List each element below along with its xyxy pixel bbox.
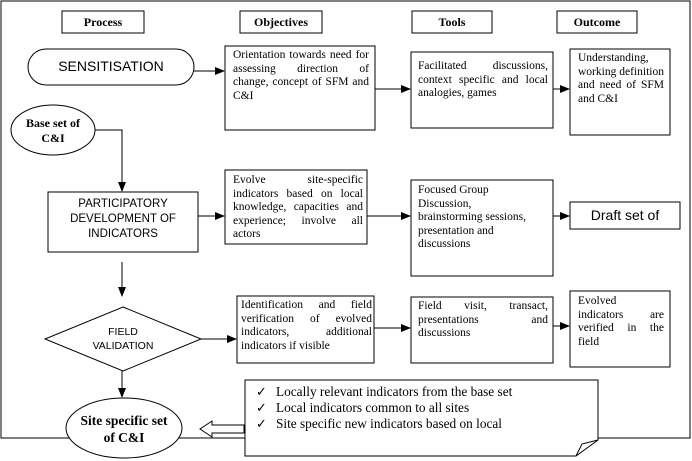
participatory-label: PARTICIPATORY DEVELOPMENT OF INDICATORS — [70, 198, 176, 240]
tool-box-1 — [410, 51, 554, 129]
tool-box-3 — [410, 296, 554, 364]
outcome-text-3: Evolved indicators are verified in the f… — [578, 295, 664, 348]
header-box-tools — [411, 10, 493, 34]
tool-text-2: Focused Group Discussion, brainstorming … — [418, 184, 526, 251]
check-icon: ✓ — [256, 384, 267, 399]
header-outcome: Outcome — [573, 15, 621, 29]
field-validation-label: FIELD VALIDATION — [92, 326, 154, 352]
checklist-item: ✓ Site specific new indicators based on l… — [254, 416, 594, 432]
outcome-box-3 — [569, 290, 671, 368]
outcome-box-1 — [569, 48, 671, 136]
tool-text-3: Field visit, transact, presentations and… — [418, 300, 548, 340]
base-set-connector — [95, 129, 126, 192]
objective-text-3: Identification and field verification of… — [241, 299, 372, 352]
checklist-callout — [244, 379, 599, 457]
header-process: Process — [83, 15, 123, 29]
site-specific-label: Site specific set of C&I — [80, 413, 168, 445]
check-icon: ✓ — [256, 400, 267, 415]
site-specific-oval — [65, 397, 183, 459]
sensitisation-oval — [27, 48, 195, 86]
header-objectives: Objectives — [254, 15, 308, 29]
participatory-box — [47, 191, 199, 253]
objective-text-1: Orientation towards need for assessing d… — [233, 49, 369, 102]
header-box-objectives — [239, 10, 323, 34]
hollow-arrow-checklist-site — [199, 420, 245, 438]
header-box-outcome — [556, 10, 638, 34]
tool-text-1: Facilitated discussions, context specifi… — [418, 60, 548, 100]
checklist: ✓ Locally relevant indicators from the ba… — [254, 384, 594, 432]
outcome-box-2 — [569, 201, 681, 230]
header-tools: Tools — [438, 15, 466, 29]
objective-box-1 — [224, 45, 376, 131]
outcome-text-1: Understanding, working definition and ne… — [578, 52, 664, 105]
check-icon: ✓ — [256, 416, 267, 431]
sensitisation-label: SENSITISATION — [58, 58, 164, 74]
checklist-item: ✓ Locally relevant indicators from the ba… — [254, 384, 594, 400]
objective-box-2 — [224, 169, 368, 245]
objective-box-3 — [236, 295, 375, 364]
checklist-item-text: Local indicators common to all sites — [276, 400, 470, 415]
checklist-item-text: Locally relevant indicators from the bas… — [276, 384, 513, 399]
outcome-text-2: Draft set of — [590, 207, 660, 223]
checklist-item-text: Site specific new indicators based on lo… — [276, 416, 502, 431]
checklist-item: ✓ Local indicators common to all sites — [254, 400, 594, 416]
tool-box-2 — [410, 179, 554, 277]
objective-text-2: Evolve site-specific indicators based on… — [233, 174, 363, 241]
header-box-process — [61, 10, 145, 34]
field-validation-diamond — [43, 306, 203, 372]
base-set-label: Base set of C&I — [26, 116, 80, 145]
